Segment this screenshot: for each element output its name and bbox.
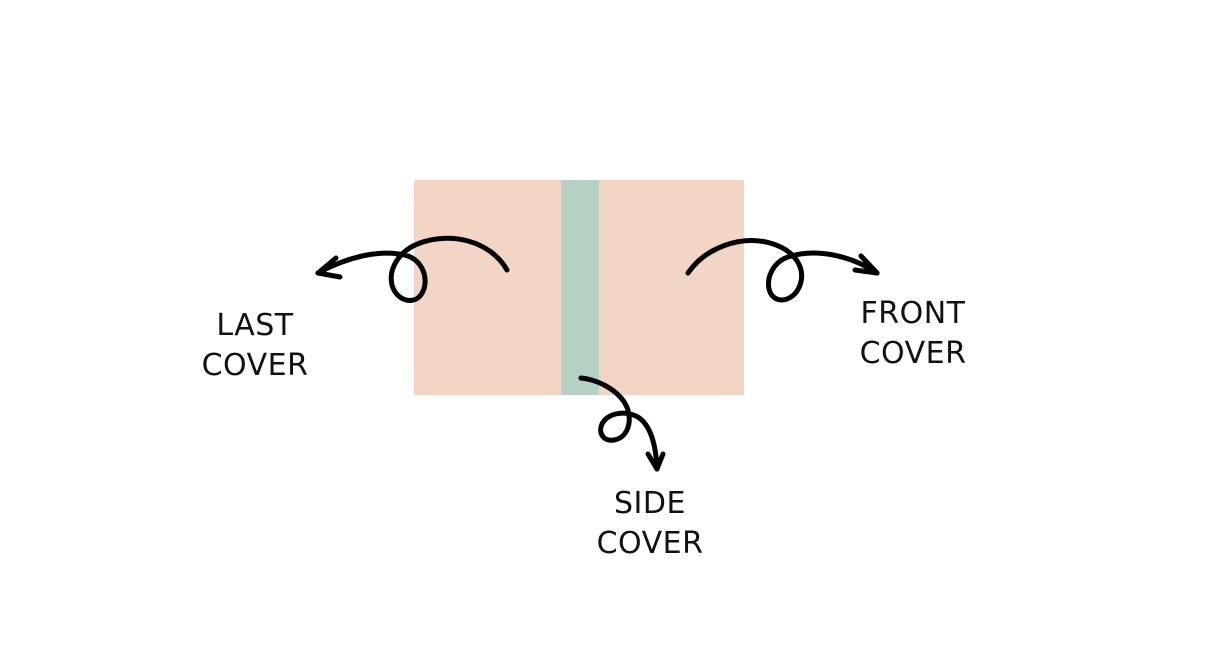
- side-cover-label-line2: COVER: [596, 526, 704, 561]
- side-cover-label-line1: SIDE: [614, 486, 686, 521]
- front-cover-label-line1: FRONT: [860, 296, 966, 331]
- front-cover-label: FRONT COVER: [848, 294, 978, 374]
- last-cover-label: LAST COVER: [195, 306, 315, 386]
- last-cover-panel: [414, 180, 561, 395]
- side-cover-spine: [561, 180, 599, 395]
- front-cover-label-line2: COVER: [859, 336, 967, 371]
- side-cover-label: SIDE COVER: [590, 484, 710, 564]
- last-cover-label-line1: LAST: [216, 308, 294, 343]
- front-cover-panel: [599, 180, 744, 395]
- last-cover-label-line2: COVER: [201, 348, 309, 383]
